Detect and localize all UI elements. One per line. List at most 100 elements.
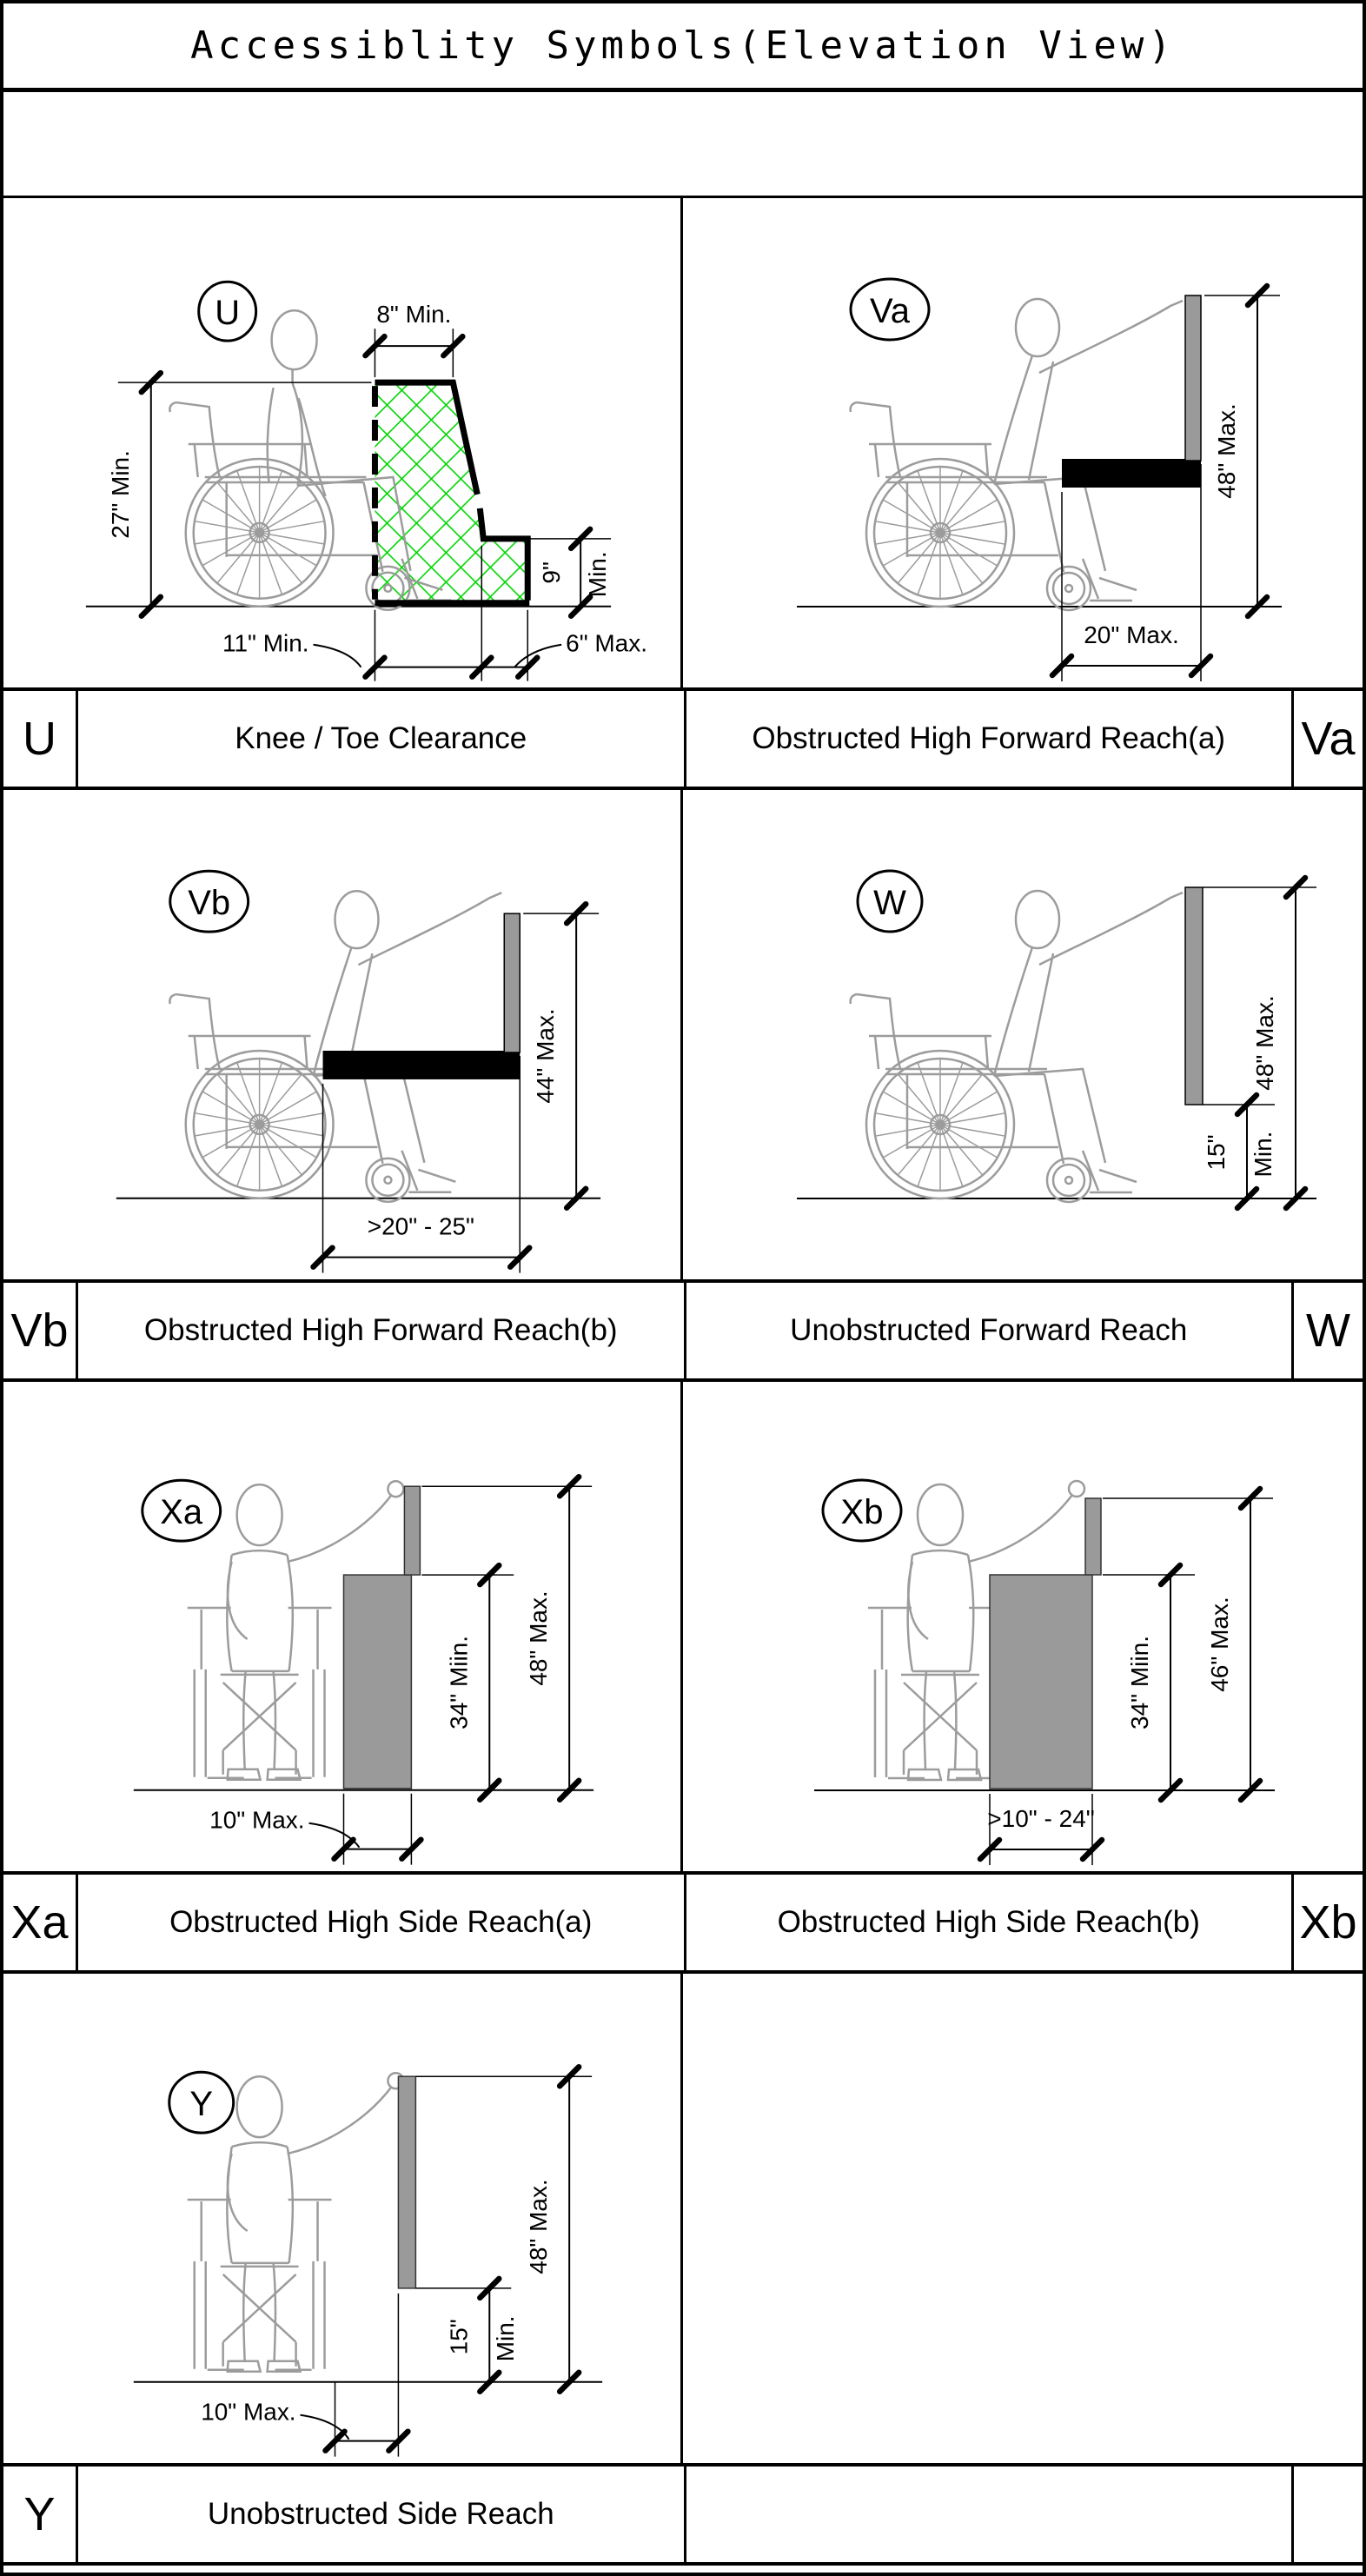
dim-label-counter-depth: 10" Max. (209, 1807, 304, 1834)
key-cell-w: W (1291, 1283, 1363, 1378)
empty-strip (3, 92, 1363, 198)
extension-lines (334, 2075, 593, 2457)
svg-text:W: W (873, 884, 906, 922)
caption-row-2: Vb Obstructed High Forward Reach(b) Unob… (3, 1283, 1363, 1382)
counter-obstruction (322, 1050, 521, 1079)
dim-label-reach-height: 44" Max. (532, 1008, 559, 1103)
svg-text:Vb: Vb (188, 884, 230, 922)
extension-lines (1061, 295, 1280, 681)
panel-obstructed-high-forward-reach-b: 44" Max. >20" - 25" Vb (3, 790, 683, 1279)
dim-label-low-reach-unit: Min. (492, 2315, 519, 2361)
reach-target-panel (503, 913, 521, 1053)
obstructed-high-forward-reach-a-drawing: 48" Max. 20" Max. Va (797, 277, 1282, 681)
panel-unobstructed-forward-reach: 15" Min. 48" Max. W (683, 790, 1363, 1279)
obstructed-high-side-reach-a-drawing: 34" Miin. 48" Max. 10" Max. Xa (133, 1382, 594, 1865)
reach-target-panel (1184, 886, 1204, 1105)
symbol-bubble-xa: Xa (141, 1478, 222, 1543)
dimension-lines (300, 2076, 571, 2442)
key-cell-vb: Vb (3, 1283, 78, 1378)
reaching-person-icon (992, 889, 1184, 1184)
dimension-lines (1062, 295, 1258, 667)
symbol-bubble-w: W (856, 869, 924, 933)
panel-unobstructed-side-reach: 15" Min. 48" Max. 10" Max. Y (3, 1974, 683, 2463)
dim-label-reach-depth: 20" Max. (1084, 621, 1179, 648)
key-cell-empty (1291, 2466, 1363, 2562)
caption-row-1: U Knee / Toe Clearance Obstructed High F… (3, 691, 1363, 790)
panel-row-4: 15" Min. 48" Max. 10" Max. Y (3, 1974, 1363, 2466)
key-cell-y: Y (3, 2466, 78, 2562)
caption-row-4: Y Unobstructed Side Reach (3, 2466, 1363, 2566)
key-cell-va: Va (1291, 691, 1363, 787)
dim-label-low-reach-value: 15" (1203, 1134, 1230, 1170)
dimension-lines (1246, 887, 1296, 1198)
panel-empty (683, 1974, 1363, 2463)
panel-obstructed-high-side-reach-b: 34" Miin. 46" Max. >10" - 24" Xb (683, 1382, 1363, 1871)
dim-label-toe-height-value: 9" (538, 561, 565, 583)
dim-label-wall-offset: 10" Max. (201, 2399, 295, 2426)
dim-label-reach-height: 48" Max. (525, 2179, 552, 2274)
symbol-bubble-u: U (197, 280, 258, 342)
svg-text:Va: Va (870, 292, 911, 330)
dimension-lines (308, 1486, 571, 1850)
counter-obstruction (342, 1574, 413, 1789)
caption-empty (683, 2466, 1292, 2562)
dimension-lines (990, 1498, 1251, 1850)
panel-row-3: 34" Miin. 48" Max. 10" Max. Xa (3, 1382, 1363, 1875)
reaching-person-icon (312, 889, 503, 1184)
svg-text:U: U (215, 294, 240, 332)
sheet-title: Accessiblity Symbols(Elevation View) (3, 3, 1363, 92)
wheelchair-front-person-icon (186, 2071, 405, 2374)
dim-label-counter-height: 34" Miin. (1126, 1636, 1153, 1730)
panel-knee-toe-clearance: 8" Min. 27" Min. 9" Min. 11" Min. 6" Max… (3, 198, 683, 687)
counter-obstruction (989, 1574, 1093, 1789)
panel-row-2: 44" Max. >20" - 25" Vb (3, 790, 1363, 1283)
reach-target-panel (397, 2075, 417, 2289)
caption-knee-toe-clearance: Knee / Toe Clearance (235, 721, 527, 755)
symbol-bubble-xb: Xb (821, 1478, 903, 1543)
caption-obstructed-high-forward-reach-a: Obstructed High Forward Reach(a) (683, 691, 1292, 787)
caption-obstructed-high-forward-reach-b: Obstructed High Forward Reach(b) (143, 1313, 618, 1347)
caption-obstructed-high-side-reach-b: Obstructed High Side Reach(b) (683, 1875, 1292, 1970)
caption-unobstructed-forward-reach: Unobstructed Forward Reach (683, 1283, 1292, 1378)
dim-label-counter-height: 34" Miin. (445, 1636, 472, 1730)
svg-text:Xa: Xa (160, 1493, 203, 1531)
symbol-bubble-va: Va (849, 277, 931, 342)
dim-label-reach-height: 46" Max. (1206, 1597, 1233, 1692)
obstructed-high-forward-reach-b-drawing: 44" Max. >20" - 25" Vb (116, 869, 601, 1273)
dim-label-knee-clearance-depth: 11" Min. (222, 630, 309, 657)
unobstructed-side-reach-drawing: 15" Min. 48" Max. 10" Max. Y (133, 1974, 603, 2457)
svg-text:Y: Y (189, 2085, 213, 2123)
dim-label-toe-depth: 6" Max. (566, 630, 647, 657)
symbol-bubble-vb: Vb (169, 869, 250, 933)
knee-toe-clearance-drawing: 8" Min. 27" Min. 9" Min. 11" Min. 6" Max… (85, 280, 647, 681)
key-cell-u: U (3, 691, 78, 787)
dimension-lines (322, 913, 578, 1258)
reach-target-panel (403, 1485, 421, 1576)
panel-obstructed-high-side-reach-a: 34" Miin. 48" Max. 10" Max. Xa (3, 1382, 683, 1871)
panel-row-1: 8" Min. 27" Min. 9" Min. 11" Min. 6" Max… (3, 198, 1363, 691)
caption-obstructed-high-side-reach-a: Obstructed High Side Reach(a) (169, 1905, 593, 1939)
dim-label-reach-height: 48" Max. (1213, 403, 1240, 499)
reach-target-panel (1084, 1497, 1102, 1576)
dimension-lines (149, 345, 582, 668)
dim-label-toe-height-unit: Min. (584, 551, 611, 597)
dim-label-knee-height: 27" Min. (107, 450, 134, 539)
reach-target-panel (1184, 295, 1202, 461)
obstruction-profile (371, 379, 531, 607)
caption-row-3: Xa Obstructed High Side Reach(a) Obstruc… (3, 1875, 1363, 1974)
key-cell-xb: Xb (1291, 1875, 1363, 1970)
dim-label-reach-depth: >20" - 25" (368, 1213, 474, 1240)
dim-label-low-reach-value: 15" (445, 2319, 472, 2354)
panel-obstructed-high-forward-reach-a: 48" Max. 20" Max. Va (683, 198, 1363, 687)
caption-unobstructed-side-reach: Unobstructed Side Reach (207, 2497, 554, 2531)
dim-label-knee-depth: 8" Min. (376, 301, 451, 328)
counter-obstruction (1062, 459, 1201, 488)
reaching-person-icon (992, 297, 1184, 592)
unobstructed-forward-reach-drawing: 15" Min. 48" Max. W (797, 869, 1316, 1279)
key-cell-xa: Xa (3, 1875, 78, 1970)
clearance-hatch-area (375, 382, 528, 603)
symbol-bubble-y: Y (168, 2070, 235, 2134)
obstructed-high-side-reach-b-drawing: 34" Miin. 46" Max. >10" - 24" Xb (814, 1478, 1275, 1865)
svg-text:Xb: Xb (841, 1493, 884, 1531)
